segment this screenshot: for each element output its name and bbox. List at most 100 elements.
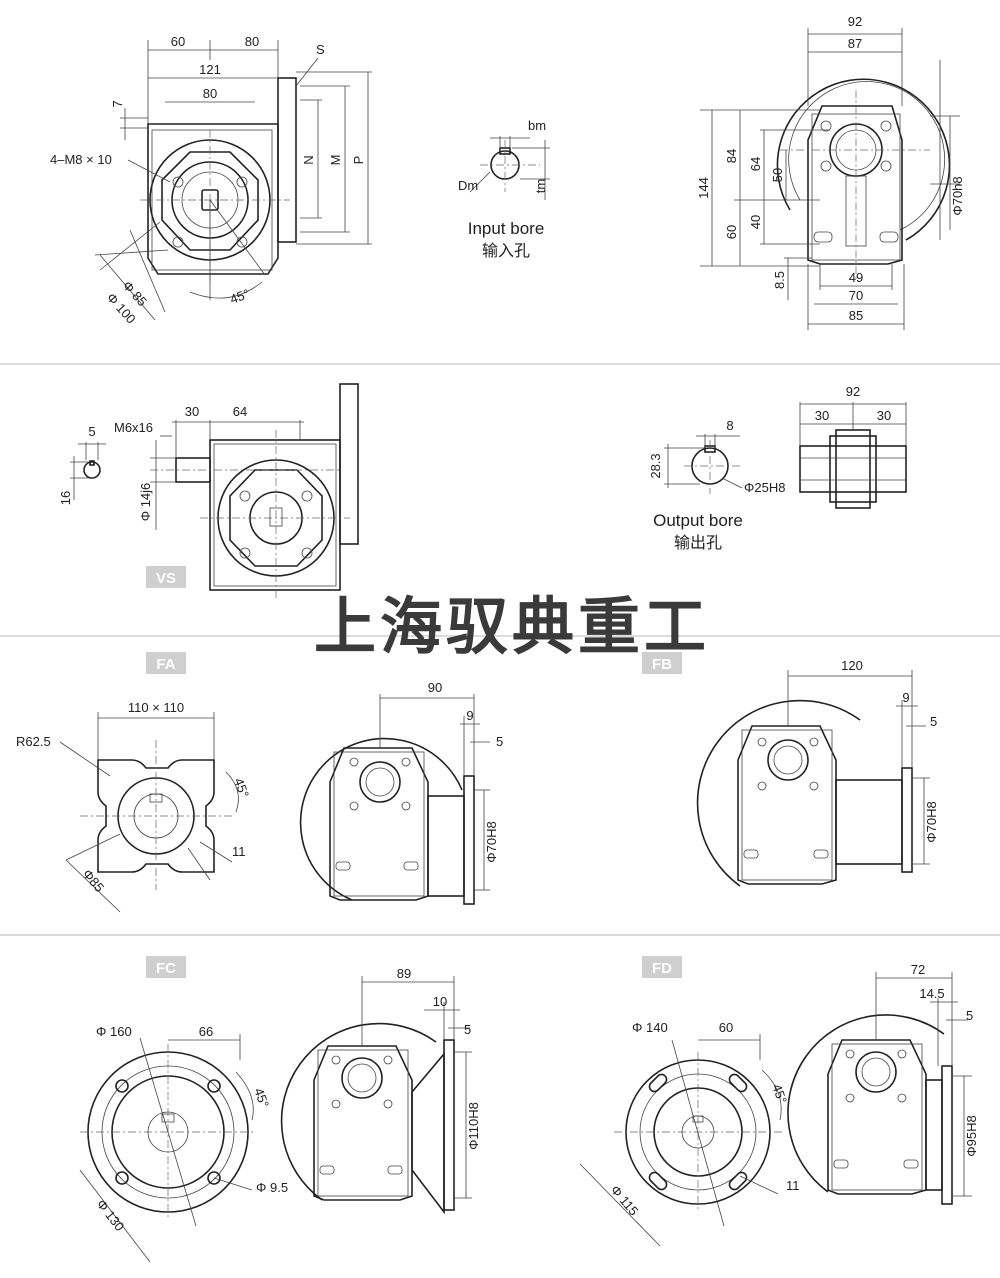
dim-fd-72: 72 [911,962,925,977]
output-shaft-section [799,402,907,509]
dim-fa-phi70: Φ70H8 [484,821,499,862]
dim-fa-phi85: Φ85 [80,866,107,895]
output-bore-detail [664,434,743,494]
dim-84: 84 [724,149,739,163]
dim-fc-45: 45° [251,1086,272,1110]
dim-fa-90: 90 [428,680,442,695]
dim-fa-9: 9 [466,708,473,723]
fa-tag: FA [156,656,175,673]
dim-87: 87 [848,36,862,51]
bolt-spec: 4–M8 × 10 [50,152,112,167]
dim-70: 70 [849,288,863,303]
dim-64: 64 [748,157,763,171]
dim-fd-11: 11 [786,1178,800,1193]
dim-49: 49 [849,270,863,285]
dim-144: 144 [696,177,711,199]
caption-output-bore-cn: 输出孔 [674,533,722,552]
dim-fc-phi160: Φ 160 [96,1024,132,1039]
fc-side-view [280,976,472,1215]
dim-fb-120: 120 [841,658,863,673]
dim-out-phi25: Φ25H8 [744,480,785,495]
dim-vs-30: 30 [185,404,199,419]
side-view [94,40,372,321]
caption-input-bore-cn: 输入孔 [482,241,530,260]
dim-fb-9: 9 [902,690,909,705]
dim-vs-64: 64 [233,404,247,419]
dim-fa-11: 11 [232,844,246,859]
fb-tag-badge [642,652,682,674]
caption-input-bore: Input bore [468,219,545,238]
dim-50: 50 [770,168,785,182]
caption-output-bore: Output bore [653,511,743,530]
dim-fa-5: 5 [496,734,503,749]
dim-fc-phi110: Φ110H8 [466,1102,481,1150]
dim-fb-phi70: Φ70H8 [924,801,939,842]
vs-tag-badge [146,566,186,588]
dim-m: M [328,155,343,166]
dim-fd-5: 5 [966,1008,973,1023]
dim-85: 85 [849,308,863,323]
dim-out-28-3: 28.3 [648,453,663,478]
dim-40: 40 [748,215,763,229]
fa-flange-face [59,712,239,913]
dim-fc-phi130: Φ 130 [94,1197,128,1234]
fc-tag-badge [146,956,186,978]
dim-fb-5: 5 [930,714,937,729]
dim-p: P [351,156,366,165]
dim-fc-89: 89 [397,966,411,981]
fa-side-view [299,694,490,905]
fb-side-view [696,670,930,887]
dim-fd-phi115: Φ 115 [608,1182,642,1218]
dim-bm: bm [528,118,546,133]
fd-side-view [787,972,972,1205]
fa-tag-badge [146,652,186,674]
dim-fa-r: R62.5 [16,734,51,749]
watermark: 上海驭典重工 [314,590,710,663]
front-view [700,28,960,330]
dim-vs-16: 16 [58,491,73,505]
dim-121: 121 [199,62,221,77]
vs-tag: VS [156,570,176,587]
dim-out-8: 8 [726,418,733,433]
fb-tag: FB [652,656,672,673]
fc-tag: FC [156,960,176,977]
fd-flange-face [579,1034,782,1247]
dim-fc-phi9-5: Φ 9.5 [256,1180,288,1195]
vs-shaft-key [70,442,106,500]
dim-out-30-right: 30 [877,408,891,423]
dim-80: 80 [245,34,259,49]
dim-fa-square: 110 × 110 [128,700,184,715]
dim-vs-shaft: Φ 14j6 [138,483,153,522]
dim-dm: Dm [458,178,478,193]
input-bore-detail [469,136,550,200]
fc-flange-face [79,1034,256,1263]
dim-80-inner: 80 [203,86,217,101]
fd-tag-badge [642,956,682,978]
fd-tag: FD [652,960,672,977]
dim-8-5: 8.5 [772,271,787,289]
vs-bolt-spec: M6x16 [114,420,153,435]
dim-tm: tm [533,179,548,193]
dim-fd-60: 60 [719,1020,733,1035]
dim-92: 92 [848,14,862,29]
dim-out-92: 92 [846,384,860,399]
dim-phi70h8: Φ70h8 [950,176,965,215]
label-s: S [316,42,325,57]
dim-angle-45: 45° [228,286,252,307]
dim-60: 60 [171,34,185,49]
dim-fd-phi95: Φ95H8 [964,1115,979,1156]
dim-n: N [301,155,316,164]
dim-vs-5: 5 [88,424,95,439]
dim-fd-14-5: 14.5 [919,986,944,1001]
dim-fc-10: 10 [433,994,447,1009]
dim-fd-phi140: Φ 140 [632,1020,668,1035]
dim-7: 7 [110,100,125,107]
dim-fc-66: 66 [199,1024,213,1039]
dim-60-front: 60 [724,225,739,239]
dim-fc-5: 5 [464,1022,471,1037]
dim-fa-45: 45° [231,776,252,800]
dim-out-30-left: 30 [815,408,829,423]
dim-fd-45: 45° [769,1082,790,1106]
vs-side-view [150,383,359,600]
